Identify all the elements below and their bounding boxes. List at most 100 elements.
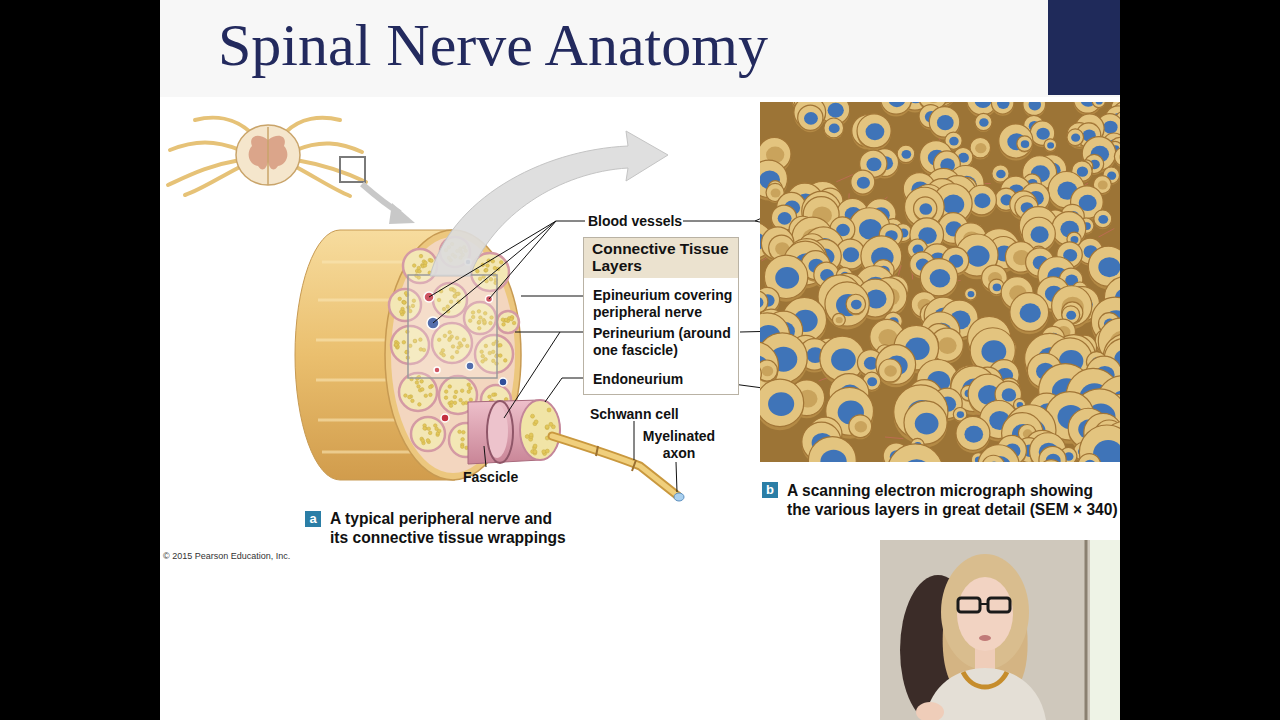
spinal-cord-icon	[340, 157, 365, 182]
presenter-video	[963, 672, 1007, 687]
nerve-fascicle	[412, 264, 416, 268]
presenter-video	[880, 540, 1120, 720]
nerve-fiber-cell	[1039, 460, 1063, 462]
nerve-fiber-cell	[832, 313, 845, 327]
nerve-fiber-cell	[965, 288, 977, 300]
nerve-fiber-cell	[1098, 181, 1108, 190]
nerve-fascicle	[460, 389, 464, 393]
nerve-fiber-cell	[1044, 140, 1057, 153]
nerve-fiber-cell	[857, 114, 891, 148]
axon-dot	[547, 408, 551, 412]
nerve-fiber-cell	[760, 363, 761, 387]
presenter-video	[916, 702, 944, 720]
nerve-fiber-cell	[888, 102, 905, 107]
myelinated-axon	[552, 436, 678, 496]
nerve-fiber-cell	[824, 118, 844, 138]
nerve-fiber-cell	[919, 203, 932, 215]
nerve-fiber-cell	[897, 145, 915, 164]
nerve-fascicle	[499, 343, 503, 347]
nerve-fiber-cell	[846, 294, 866, 314]
nerve-fiber-cell	[832, 313, 845, 326]
nerve-fiber-cell	[1047, 142, 1054, 148]
myelinated-axon	[674, 493, 684, 501]
nerve-fiber-cell	[760, 379, 804, 430]
nerve-fascicle	[402, 340, 406, 344]
nerve-fiber-cell	[964, 426, 983, 443]
nerve-fascicle	[493, 266, 497, 270]
badge-letter: a	[305, 511, 321, 526]
nerve-fiber-cell	[1067, 129, 1084, 147]
axon-dot	[542, 450, 546, 454]
nerve-fiber-cell	[974, 193, 990, 208]
layer-name: Perineurium (around one fascicle)	[593, 325, 736, 358]
nerve-fascicle	[499, 261, 503, 265]
presenter-video	[1090, 540, 1120, 720]
axon-dot	[531, 414, 535, 418]
nerve-fiber-cell	[956, 416, 990, 453]
nerve-fascicle	[402, 301, 406, 305]
nerve-fiber-cell	[762, 366, 774, 376]
nerve-fiber-cell	[937, 115, 954, 130]
nerve-fiber-cell	[949, 137, 958, 146]
nerve-fiber-cell	[1092, 102, 1105, 108]
nerve-fascicle	[411, 417, 445, 451]
nerve-fiber-cell	[904, 401, 947, 444]
slide-background	[160, 0, 1120, 720]
nerve-fascicle	[418, 269, 422, 273]
nerve-fiber-cell	[851, 170, 875, 196]
axon-dot	[529, 433, 533, 437]
nerve-fiber-cell	[965, 289, 977, 301]
leader-line	[515, 332, 585, 333]
presenter-video	[979, 635, 991, 641]
panel-heading: Connective Tissue Layers	[592, 240, 735, 274]
presenter-video	[988, 598, 1010, 612]
nerve-fascicle	[402, 300, 406, 304]
legend-panel: Connective Tissue LayersEpineurium cover…	[583, 237, 739, 395]
nerve-fiber-cell	[832, 314, 845, 327]
nerve-fiber-cell	[943, 195, 965, 215]
panel-badge: b	[762, 482, 778, 498]
nerve-fiber-cell	[876, 345, 916, 388]
nerve-fiber-cell	[993, 283, 1002, 291]
sem-micrograph	[730, 78, 1156, 504]
nerve-fiber-cell	[857, 177, 870, 189]
nerve-fiber-cell	[966, 246, 989, 267]
nerve-fiber-cell	[956, 416, 990, 450]
nerve-fiber-cell	[1078, 454, 1101, 462]
nerve-fiber-cell	[881, 102, 912, 114]
nerve-fascicle	[437, 429, 441, 433]
nerve-fiber-cell	[798, 105, 823, 130]
nerve-fiber-cell	[828, 103, 844, 118]
nerve-fascicle	[485, 268, 489, 272]
nerve-fiber-cell	[836, 317, 843, 323]
nerve-fiber-cell	[829, 123, 840, 133]
nerve-fiber-cell	[760, 333, 807, 387]
presenter-video	[958, 598, 980, 612]
nerve-fascicle	[420, 388, 424, 392]
nerve-fiber-cell	[902, 150, 912, 159]
nerve-fiber-cell	[930, 269, 951, 288]
nerve-fascicle	[486, 264, 490, 268]
myelinated-axon	[596, 446, 636, 471]
nerve-fiber-cell	[1114, 147, 1120, 167]
nerve-fiber-cell	[866, 158, 881, 172]
nerve-fascicle	[499, 354, 503, 358]
nerve-fiber-cell	[920, 259, 957, 296]
presenter-video	[941, 554, 1029, 670]
nerve-fascicle	[467, 383, 471, 387]
spinal-cord-icon	[170, 143, 240, 151]
nerve-fascicle	[415, 381, 419, 385]
axon-dot	[549, 422, 553, 426]
nerve-fiber-cell	[1084, 460, 1097, 462]
nerve-fascicle	[461, 445, 465, 449]
nerve-fascicle	[411, 399, 415, 403]
nerve-fascicle	[510, 317, 514, 321]
nerve-fiber-cell	[857, 114, 891, 151]
nerve-fascicle	[453, 401, 457, 405]
blood-vessel	[441, 414, 449, 422]
nerve-fiber-cell	[999, 124, 1033, 161]
nerve-fascicle	[394, 343, 398, 347]
nerve-fascicle	[424, 427, 428, 431]
nerve-fiber-cell	[1017, 136, 1032, 153]
nerve-fiber-cell	[876, 345, 916, 385]
